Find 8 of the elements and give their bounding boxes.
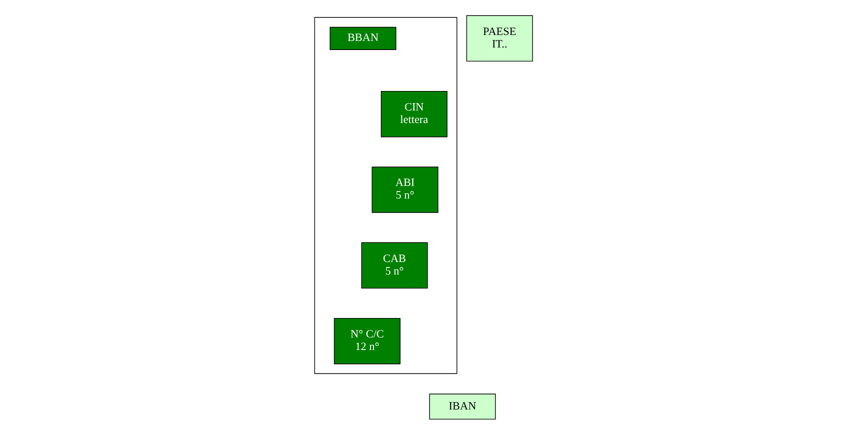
node-box: CAB 5 n° (360, 242, 428, 288)
node-box: ABI 5 n° (371, 166, 438, 212)
node-box: PAESE IT.. (466, 14, 532, 62)
cluster (314, 16, 457, 374)
node-box: IBAN (428, 393, 496, 420)
node-box: CIN lettera (380, 90, 447, 137)
node-box: N° C/C 12 n° (333, 317, 400, 364)
node-box: BBAN (329, 26, 396, 50)
